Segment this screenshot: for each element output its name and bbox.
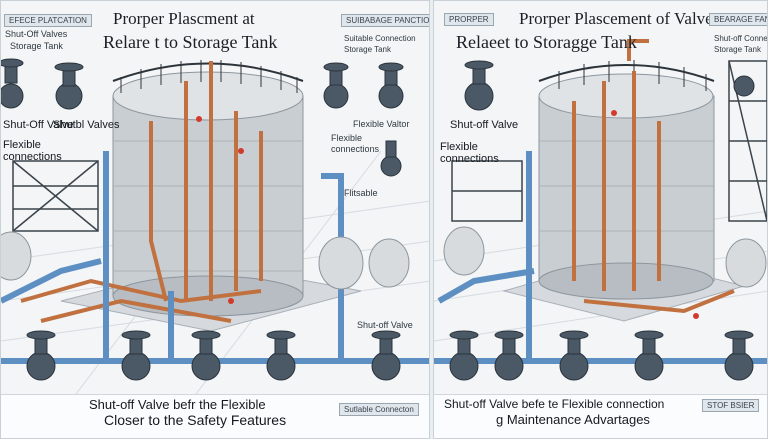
label-shutoff-connection: Shut-off Connection bbox=[714, 34, 768, 43]
copper-pipes-right bbox=[572, 39, 735, 314]
panel-title-line1: Prorper Plascment at bbox=[113, 9, 255, 28]
valves-top-right bbox=[323, 62, 404, 177]
label-suitable-connection: Suitable Connection bbox=[344, 34, 416, 43]
left-illustration-panel: EFECE PLATCATION Prorper Plascment at SU… bbox=[0, 0, 430, 439]
label-shutoff-valve: Shut-off Valve bbox=[450, 119, 519, 131]
valves-top-left bbox=[1, 58, 84, 110]
label-storage-tank-right: Storage Tank bbox=[344, 45, 391, 54]
pressure-vessels-right bbox=[443, 226, 767, 288]
left-illustration bbox=[1, 58, 429, 438]
safety-markers bbox=[196, 116, 244, 304]
header-tag-right: BEARAGE FANCTION bbox=[709, 13, 767, 26]
caption-banner: Shut-off Valve befe te Flexible connecti… bbox=[434, 394, 767, 438]
caption-line1: Shut-off Valve befr the Flexible bbox=[89, 397, 266, 412]
panel-title-line2: Relaeet to Storagge Tank bbox=[456, 32, 637, 52]
label-flexible-valtor: Flexible Valtor bbox=[353, 119, 410, 129]
header-tag-left: PRORPER bbox=[444, 13, 494, 26]
safety-markers-right bbox=[611, 110, 699, 319]
pressure-vessels bbox=[1, 231, 410, 290]
label-storage-tank: Storage Tank bbox=[10, 41, 63, 51]
scaffold-left bbox=[12, 160, 99, 232]
caption-line2: Closer to the Safety Features bbox=[104, 412, 287, 428]
header-tag-right: SUIBABAGE PANCTION bbox=[341, 14, 429, 27]
caption-tag: STOF BSIER bbox=[702, 399, 760, 412]
label-flitsable: Flitsable bbox=[344, 188, 378, 198]
label-flexible-connections: Flexible connections bbox=[440, 141, 499, 165]
label-shutoff-valve-bottom: Shut-off Valve bbox=[357, 320, 413, 330]
valves-top-right-panel bbox=[464, 60, 755, 111]
right-illustration bbox=[434, 39, 767, 409]
valves-bottom-row-right bbox=[449, 330, 754, 381]
label-shutoff-valve: Shut-Off Valve bbox=[3, 119, 74, 131]
caption-line1: Shut-off Valve befe te Flexible connecti… bbox=[444, 397, 665, 411]
caption-banner: Shut-off Valve befr the Flexible Closer … bbox=[1, 394, 429, 438]
storage-tank bbox=[112, 60, 304, 317]
panel-title-line1: Prorper Plascement of Valves bbox=[519, 9, 720, 28]
storage-tank-right bbox=[538, 60, 715, 300]
label-shutbl-valves: Shutbl Valves bbox=[53, 119, 120, 131]
valves-bottom-row bbox=[26, 330, 401, 381]
label-flexible-connections-right: Flexible connections bbox=[331, 133, 380, 154]
copper-pipes bbox=[20, 61, 263, 323]
panel-title-line2: Relare t to Storage Tank bbox=[103, 32, 278, 52]
label-storage-tank: Storage Tank bbox=[714, 45, 761, 54]
caption-tag: Sutlable Connecton bbox=[339, 403, 419, 416]
right-illustration-panel: PRORPER Prorper Plascement of Valves BEA… bbox=[433, 0, 768, 439]
scaffold-right bbox=[451, 60, 767, 222]
label-shutoff-valves: Shut-Off Valves bbox=[5, 29, 68, 39]
header-tag-left: EFECE PLATCATION bbox=[4, 14, 92, 27]
label-flexible-connections: Flexible connections bbox=[3, 139, 62, 163]
caption-line2: g Maintenance Advartages bbox=[496, 412, 650, 427]
